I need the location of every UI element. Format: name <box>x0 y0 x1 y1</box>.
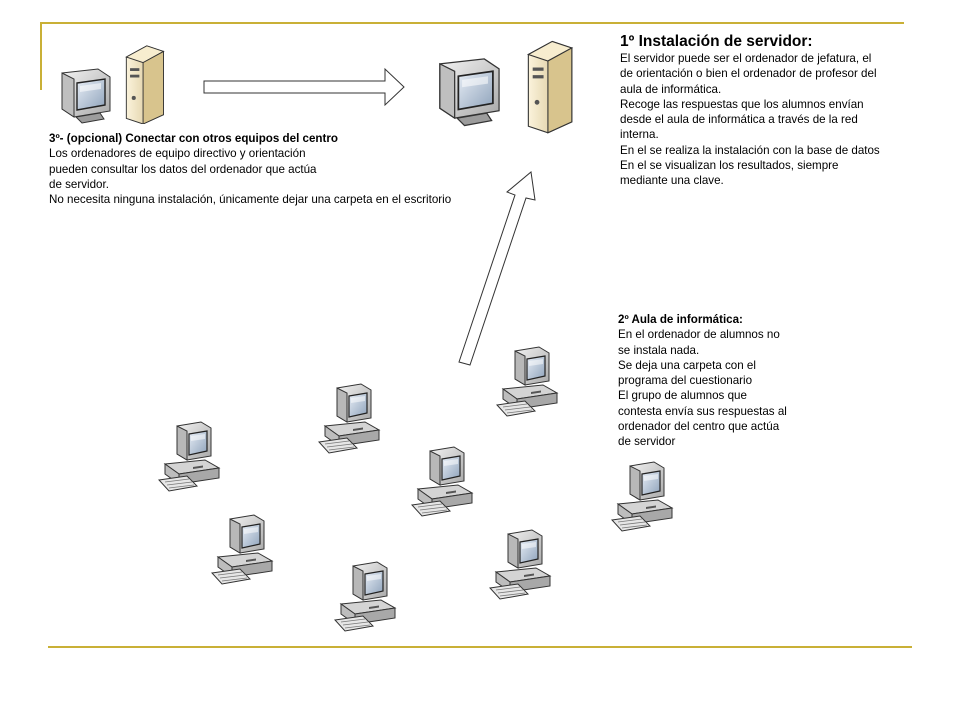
server-line: En el se realiza la instalación con la b… <box>620 143 880 157</box>
top-rule <box>40 22 904 24</box>
classroom-line: En el ordenador de alumnos no <box>618 328 780 342</box>
server-line: interna. <box>620 128 659 142</box>
server-monitor-icon <box>430 48 504 134</box>
classroom-line: programa del cuestionario <box>618 374 753 388</box>
student-computer-icon <box>488 528 568 604</box>
classroom-line: de servidor <box>618 435 676 449</box>
remote-line: pueden consultar los datos del ordenador… <box>49 162 317 176</box>
server-section: 1º Instalación de servidor: El servidor … <box>620 33 880 189</box>
server-line: En el se visualizan los resultados, siem… <box>620 159 839 173</box>
remote-tower-icon <box>120 44 168 124</box>
classroom-line: El grupo de alumnos que <box>618 389 747 403</box>
student-computer-icon <box>333 560 413 636</box>
server-line: El servidor puede ser el ordenador de je… <box>620 52 872 65</box>
classroom-line: ordenador del centro que actúa <box>618 420 780 434</box>
remote-line: de servidor. <box>49 177 109 191</box>
bottom-rule <box>48 646 912 648</box>
remote-monitor-icon <box>54 66 114 124</box>
classroom-line: Se deja una carpeta con el <box>618 358 756 372</box>
student-computer-icon <box>410 445 490 521</box>
student-computer-icon <box>210 513 290 589</box>
classroom-line: se instala nada. <box>618 343 700 357</box>
student-computer-icon <box>495 345 575 421</box>
student-computer-icon <box>610 460 690 536</box>
server-line: desde el aula de informática a través de… <box>620 113 858 127</box>
classroom-section: 2º Aula de informática: En el ordenador … <box>618 312 787 450</box>
remote-heading: 3º- (opcional) Conectar con otros equipo… <box>49 132 338 145</box>
diagonal-arrow <box>458 171 536 366</box>
student-computer-icon <box>157 420 237 496</box>
server-line: mediante una clave. <box>620 174 724 188</box>
server-line: de orientación o bien el ordenador de pr… <box>620 67 877 81</box>
server-line: aula de informática. <box>620 82 722 96</box>
left-rule <box>40 22 42 90</box>
remote-section: 3º- (opcional) Conectar con otros equipo… <box>49 131 451 207</box>
remote-line: No necesita ninguna instalación, únicame… <box>49 193 452 207</box>
server-heading: 1º Instalación de servidor: <box>620 33 813 50</box>
classroom-line: contesta envía sus respuestas al <box>618 404 787 418</box>
server-tower-icon <box>524 38 574 134</box>
student-computer-icon <box>317 382 397 458</box>
horizontal-arrow <box>203 67 405 107</box>
remote-line: Los ordenadores de equipo directivo y or… <box>49 147 306 161</box>
classroom-heading: 2º Aula de informática: <box>618 313 743 326</box>
server-line: Recoge las respuestas que los alumnos en… <box>620 97 864 111</box>
